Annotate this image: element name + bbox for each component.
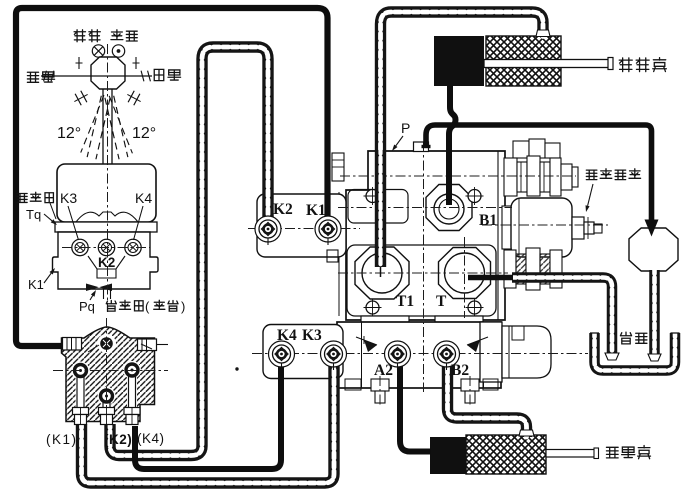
svg-text:K4: K4 (277, 327, 297, 344)
svg-text:(K2): (K2) (104, 432, 132, 447)
svg-text:): ) (181, 299, 185, 314)
svg-text:P: P (401, 120, 410, 136)
svg-text:Pq: Pq (79, 299, 95, 314)
svg-text:12°: 12° (132, 125, 156, 142)
svg-text:12°: 12° (57, 125, 81, 142)
svg-text:(: ( (145, 299, 150, 314)
svg-text:K2: K2 (273, 201, 293, 218)
svg-text:K3: K3 (302, 327, 322, 344)
svg-text:(K1): (K1) (46, 432, 78, 447)
svg-text:K1: K1 (306, 202, 326, 219)
svg-text:T: T (436, 293, 447, 310)
svg-text:K2: K2 (98, 255, 115, 270)
svg-text:(K4): (K4) (137, 431, 165, 446)
svg-text:T1: T1 (396, 293, 414, 310)
svg-text:K3: K3 (60, 190, 77, 206)
svg-text:K4: K4 (135, 190, 152, 206)
svg-text:A2: A2 (374, 362, 393, 379)
svg-text:B1: B1 (479, 212, 497, 229)
svg-text:Tq: Tq (26, 207, 41, 222)
svg-text:K1: K1 (28, 277, 44, 292)
svg-text:B2: B2 (451, 362, 469, 379)
